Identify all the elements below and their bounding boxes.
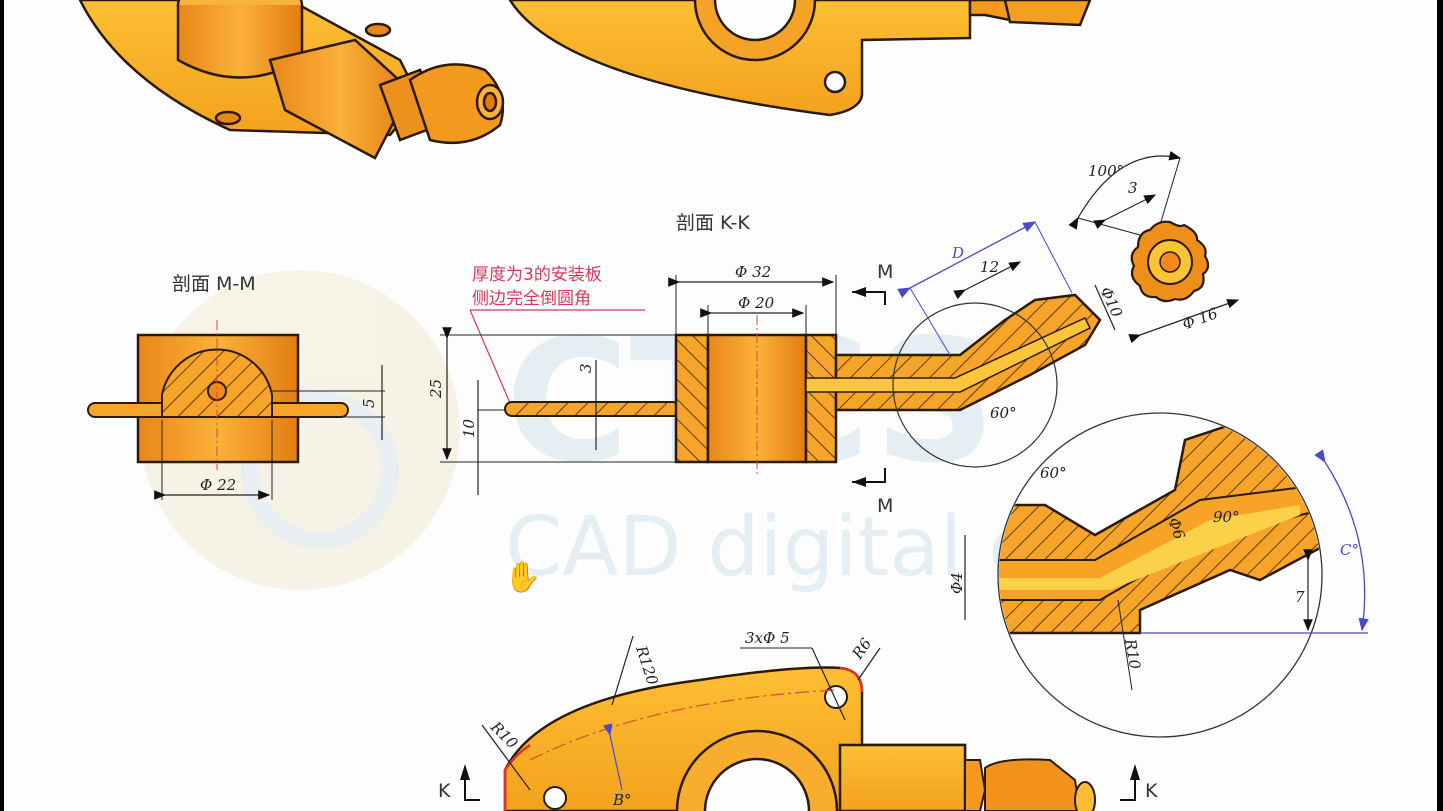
section-mm-title: 剖面 M-M [172,273,256,295]
nut-view: 100° 3 Φ 16 [1068,151,1240,344]
technical-drawing: CTCS CAD digital co 剖面 M-M Φ 22 [78,0,1369,811]
dim-mm-h: 5 [360,398,378,408]
dim-d32: Φ 32 [735,263,771,281]
dim-ang60: 60° [990,404,1017,422]
dim-r6: R6 [848,635,876,664]
dim-d16: Φ 16 [1180,304,1221,333]
dim-holes: 3xΦ 5 [745,629,790,647]
hand-cursor-icon: ✋ [504,560,542,595]
dim-D: D [951,244,964,262]
marker-k-right: K [1145,780,1158,802]
window-border [1437,0,1443,811]
watermark-tagline: CAD digital co [505,500,1084,595]
dim-d20: Φ 20 [738,294,775,312]
dim-detail-d4: Φ4 [948,572,966,594]
dim-d10: Φ10 [1096,284,1126,320]
bottom-plan-view: R120 R10 3xΦ 5 R6 B° K K [438,629,1158,811]
top-plan-view [508,0,1092,117]
dim-angB: B° [612,791,632,809]
dim-detail-60: 60° [1040,464,1067,482]
dim-r120: R120 [632,643,662,688]
note-line1: 厚度为3的安装板 [472,265,602,285]
isometric-view [78,0,505,160]
dim-h10: 10 [460,418,478,438]
dim-t3: 3 [577,363,595,373]
detail-view: C° 7 60° 90° Φ6 Φ4 R10 [948,412,1369,738]
dim-h7: 7 [1295,588,1305,606]
marker-m-top: M [877,261,893,283]
dim-angC: C° [1340,541,1359,559]
dim-12: 12 [980,258,999,276]
dim-detail-90: 90° [1213,508,1240,526]
note-line2: 侧边完全倒圆角 [472,289,591,309]
marker-k-left: K [438,780,451,802]
marker-m-bottom: M [877,495,893,517]
dim-ang100: 100° [1088,162,1124,180]
dim-detail-r10: R10 [1121,637,1144,671]
dim-h25: 25 [427,379,445,399]
section-mm: 剖面 M-M Φ 22 5 [87,273,385,500]
dim-w3: 3 [1128,179,1138,197]
dim-plan-r10: R10 [486,717,521,752]
dim-mm-dia: Φ 22 [200,476,236,494]
section-kk: 剖面 K-K 厚度为3的安装板 侧边完全倒圆角 Φ 32 Φ 20 25 10 … [427,212,1126,517]
drawing-canvas: CTCS CAD digital co 剖面 M-M Φ 22 [4,0,1437,811]
section-kk-title: 剖面 K-K [676,212,750,234]
